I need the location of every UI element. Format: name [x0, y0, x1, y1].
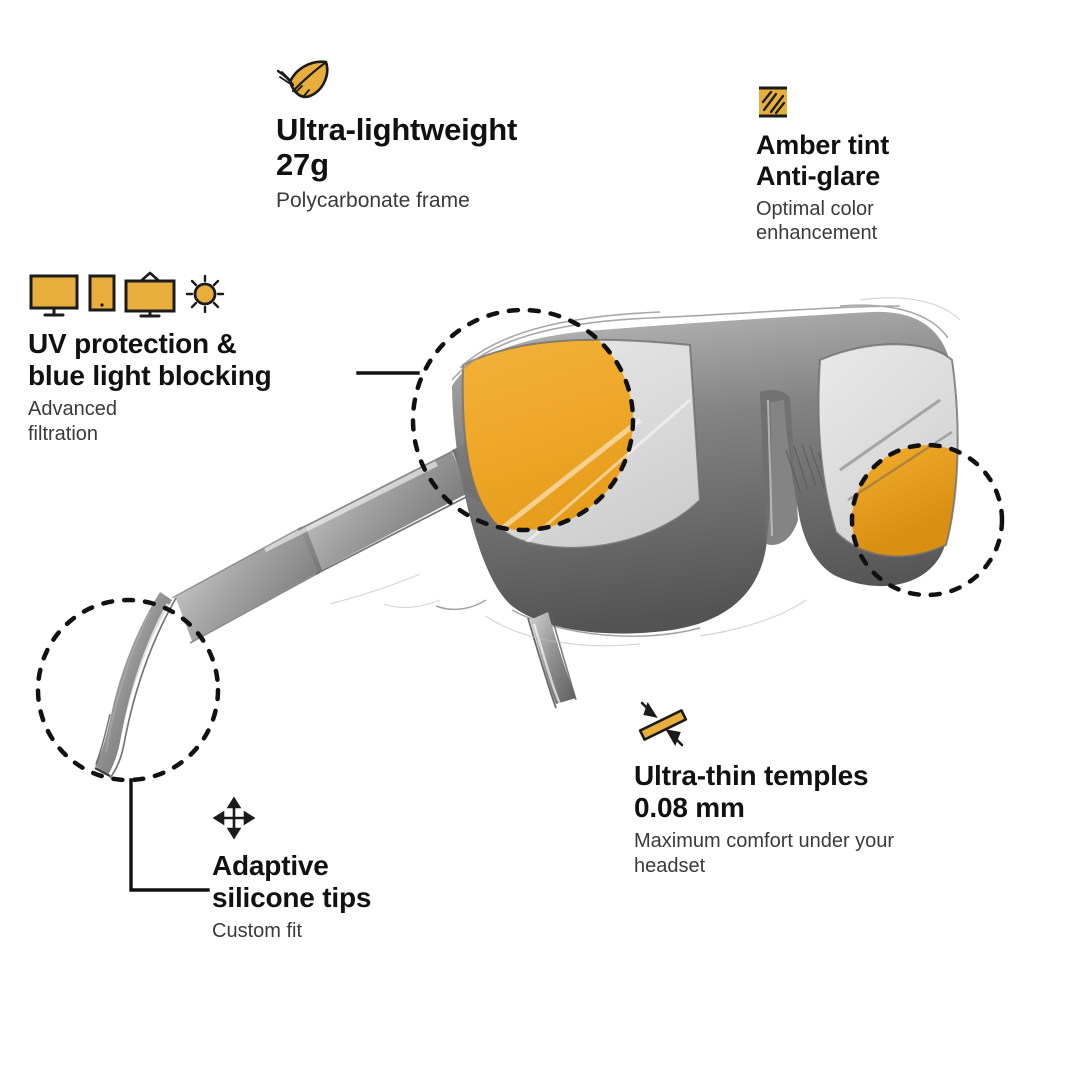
nose-pad [527, 609, 577, 709]
four-way-arrow-icon [212, 796, 256, 840]
callout-title: UV protection & blue light blocking [28, 328, 272, 391]
callout-uv-protection: UV protection & blue light blocking Adva… [28, 271, 358, 446]
leader-line-tips [129, 778, 210, 892]
callout-amber-tint: Amber tint Anti-glare Optimal color enha… [756, 84, 996, 246]
callout-ultra-lightweight: Ultra-lightweight 27g Polycarbonate fram… [276, 58, 576, 214]
feather-icon [276, 60, 329, 99]
callout-title: Ultra-thin temples 0.08 mm [634, 760, 869, 823]
callout-ultra-thin-temples: Ultra-thin temples 0.08 mm Maximum comfo… [634, 700, 1004, 878]
silicone-tip [94, 592, 177, 779]
callout-title: Ultra-lightweight 27g [276, 112, 518, 183]
temple-tip-highlight-circle [35, 597, 221, 783]
tv-icon [124, 271, 176, 318]
callout-title: Amber tint Anti-glare [756, 130, 890, 191]
monitor-icon [29, 274, 79, 317]
callout-subtitle: Optimal color enhancement [756, 198, 878, 245]
sketch-construction-lines [329, 297, 961, 647]
thickness-arrows-icon [638, 701, 688, 747]
callout-subtitle: Advanced filtration [28, 398, 117, 445]
temple-arm [171, 440, 508, 644]
callout-title: Adaptive silicone tips [212, 850, 372, 913]
callout-subtitle: Maximum comfort under your headset [634, 830, 895, 877]
callout-subtitle: Polycarbonate frame [276, 189, 470, 213]
left-lens-highlight-circle [410, 307, 636, 533]
screens-and-sun-icon [29, 271, 225, 318]
frame-body [435, 304, 959, 637]
phone-icon [88, 274, 116, 312]
callout-adaptive-tips: Adaptive silicone tips Custom fit [212, 796, 472, 944]
right-lens-amber-tint [852, 445, 958, 557]
callout-subtitle: Custom fit [212, 920, 303, 943]
hatched-lens-icon [759, 86, 787, 118]
right-lens-highlight-circle [849, 442, 1005, 598]
left-lens-amber-tint [462, 339, 633, 530]
sun-icon [185, 274, 225, 314]
